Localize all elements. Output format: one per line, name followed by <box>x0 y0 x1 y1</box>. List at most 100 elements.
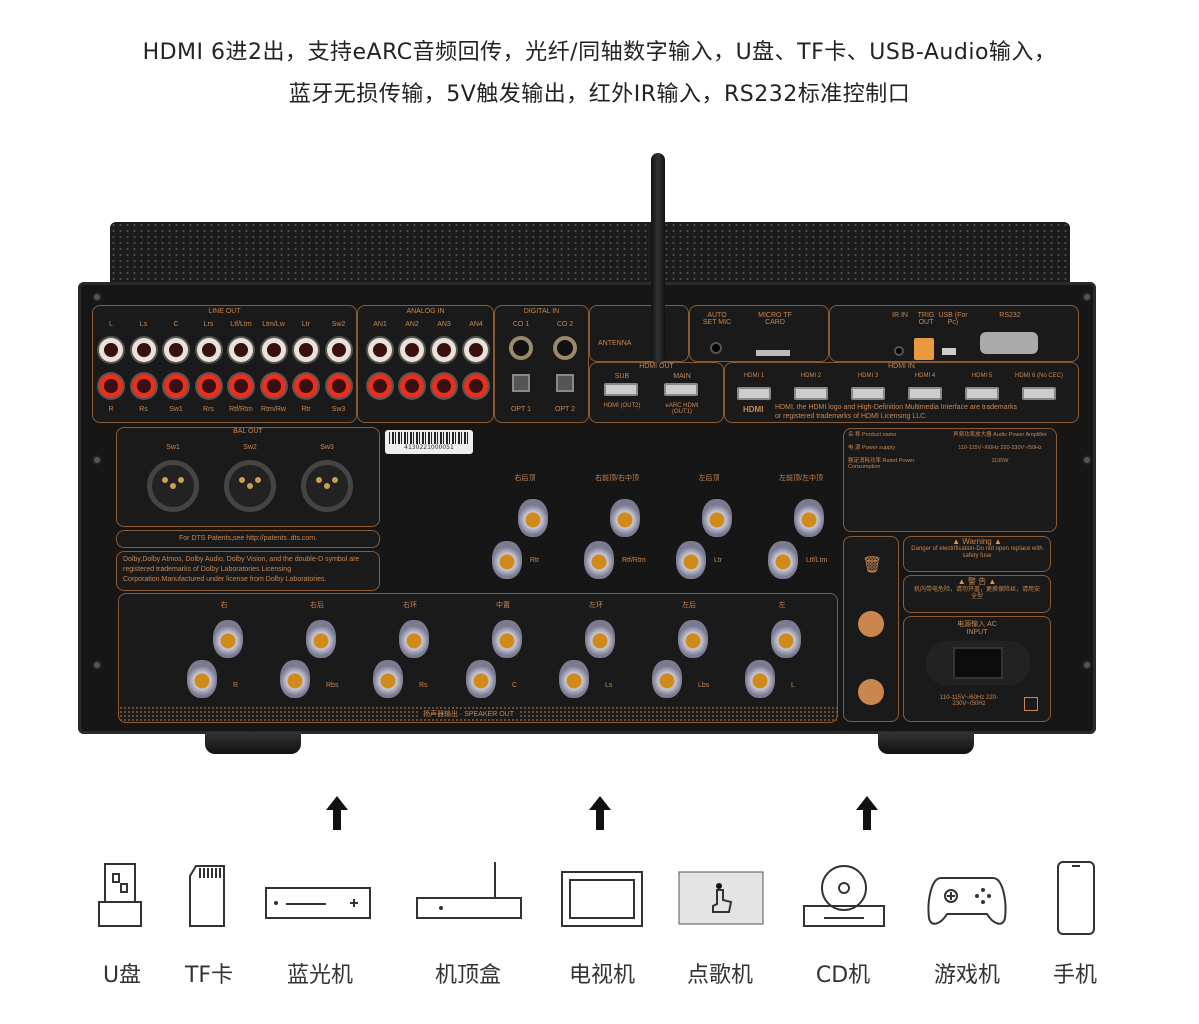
hdmi-out-port[interactable] <box>664 383 698 396</box>
binding-post-positive[interactable] <box>771 620 801 658</box>
coax-label: CO 1 <box>512 321 530 328</box>
line-out-label: Rtf/Rtm <box>229 406 253 413</box>
binding-post-positive[interactable] <box>585 620 615 658</box>
bal-out-label: Sw3 <box>320 444 334 451</box>
coax-label: CO 2 <box>556 321 574 328</box>
xlr-connector[interactable] <box>301 460 353 512</box>
rca-jack-white[interactable] <box>261 338 286 362</box>
binding-post-negative[interactable] <box>676 541 706 579</box>
hdmi-in-label: HDMI 4 <box>914 373 936 379</box>
speaker-label-cn: 右环 <box>403 602 417 609</box>
xlr-connector[interactable] <box>224 460 276 512</box>
binding-post-negative[interactable] <box>187 660 217 698</box>
warning-cn-title-text: 警 告 <box>967 577 987 586</box>
rca-jack-red[interactable] <box>464 374 488 398</box>
rca-jack-white[interactable] <box>229 338 253 362</box>
device-label: U盘 <box>102 963 142 988</box>
binding-post-negative[interactable] <box>745 660 775 698</box>
rca-jack-red[interactable] <box>164 374 188 398</box>
rca-jack-red[interactable] <box>326 374 351 398</box>
binding-post-positive[interactable] <box>518 499 548 537</box>
rca-jack-white[interactable] <box>326 338 351 362</box>
line-out-label: L <box>109 321 113 328</box>
rca-jack-red[interactable] <box>400 374 424 398</box>
screw <box>92 292 102 302</box>
rca-jack-white[interactable] <box>164 338 188 362</box>
hdmi-in-label: HDMI 3 <box>857 373 879 379</box>
optical-label: OPT 2 <box>554 406 576 413</box>
binding-post-positive[interactable] <box>678 620 708 658</box>
compliance-icons: 🗑 <box>843 536 899 722</box>
rca-jack-red[interactable] <box>261 374 286 398</box>
xlr-connector[interactable] <box>147 460 199 512</box>
rs232-port[interactable] <box>980 332 1038 354</box>
rca-jack-white[interactable] <box>99 338 123 362</box>
hdmi-in-port[interactable] <box>794 387 828 400</box>
binding-post-negative[interactable] <box>492 541 522 579</box>
binding-post-positive[interactable] <box>794 499 824 537</box>
binding-post-negative[interactable] <box>280 660 310 698</box>
rca-jack-red[interactable] <box>131 374 156 398</box>
binding-post-negative[interactable] <box>768 541 798 579</box>
binding-post-positive[interactable] <box>492 620 522 658</box>
coax-jack[interactable] <box>509 336 533 360</box>
rca-jack-white[interactable] <box>400 338 424 362</box>
sd-card-icon <box>189 865 225 927</box>
rca-jack-white[interactable] <box>294 338 318 362</box>
binding-post-positive[interactable] <box>213 620 243 658</box>
rca-jack-red[interactable] <box>229 374 253 398</box>
binding-post-negative[interactable] <box>584 541 614 579</box>
analog-in-label: AN2 <box>405 321 419 328</box>
binding-post-negative[interactable] <box>373 660 403 698</box>
binding-post-negative[interactable] <box>559 660 589 698</box>
binding-post-negative[interactable] <box>652 660 682 698</box>
rca-jack-white[interactable] <box>196 338 221 362</box>
hdmi-in-port[interactable] <box>851 387 885 400</box>
rca-jack-white[interactable] <box>131 338 156 362</box>
rca-jack-red[interactable] <box>368 374 392 398</box>
warning-en-title-text: Warning <box>962 537 992 546</box>
dts-notice: For DTS Patents,see http://patents .dts.… <box>116 530 380 548</box>
hdmi-in-port[interactable] <box>1022 387 1056 400</box>
spec-value: 110-115V~/60Hz 220-230V~/50Hz <box>958 445 1042 451</box>
line-out-label: Sw3 <box>331 406 346 413</box>
binding-post-positive[interactable] <box>306 620 336 658</box>
binding-post-positive[interactable] <box>702 499 732 537</box>
rca-jack-white[interactable] <box>432 338 456 362</box>
rca-jack-red[interactable] <box>99 374 123 398</box>
binding-post-positive[interactable] <box>399 620 429 658</box>
mic-jack[interactable] <box>710 342 722 354</box>
rca-jack-red[interactable] <box>196 374 221 398</box>
line-out-label: Ltm/Lw <box>262 321 285 328</box>
digital-in-title: DIGITAL IN <box>523 308 560 315</box>
optical-jack[interactable] <box>512 374 530 392</box>
hdmi-trademark-notice: HDMI, the HDMI logo and High-Definition … <box>775 404 1017 420</box>
hdmi-in-port[interactable] <box>737 387 771 400</box>
rca-jack-white[interactable] <box>368 338 392 362</box>
rca-jack-red[interactable] <box>294 374 318 398</box>
device-label: 蓝光机 <box>286 963 353 988</box>
coax-jack[interactable] <box>553 336 577 360</box>
tf-card-slot[interactable] <box>756 350 790 356</box>
ir-in-jack[interactable] <box>894 346 904 356</box>
headline-line-2: 蓝牙无损传输，5V触发输出，红外IR输入，RS232标准控制口 <box>288 82 911 107</box>
ac-input-rating: 110-115V~/60Hz 220-230V~/50Hz <box>940 695 998 707</box>
speaker-label-cn: 左环 <box>589 602 603 609</box>
speaker-label-code: Rbs <box>326 682 339 689</box>
trig-out-jack[interactable] <box>914 338 934 360</box>
analog-in-label: AN4 <box>469 321 483 328</box>
rca-jack-red[interactable] <box>432 374 456 398</box>
rca-jack-white[interactable] <box>464 338 488 362</box>
hdmi-out-port[interactable] <box>604 383 638 396</box>
ac-power-socket[interactable] <box>926 641 1030 685</box>
binding-post-negative[interactable] <box>466 660 496 698</box>
hdmi-in-label: HDMI 2 <box>800 373 822 379</box>
binding-post-positive[interactable] <box>610 499 640 537</box>
hdmi-in-port[interactable] <box>908 387 942 400</box>
usb-port[interactable] <box>942 348 956 355</box>
hdmi-in-port[interactable] <box>965 387 999 400</box>
optical-jack[interactable] <box>556 374 574 392</box>
